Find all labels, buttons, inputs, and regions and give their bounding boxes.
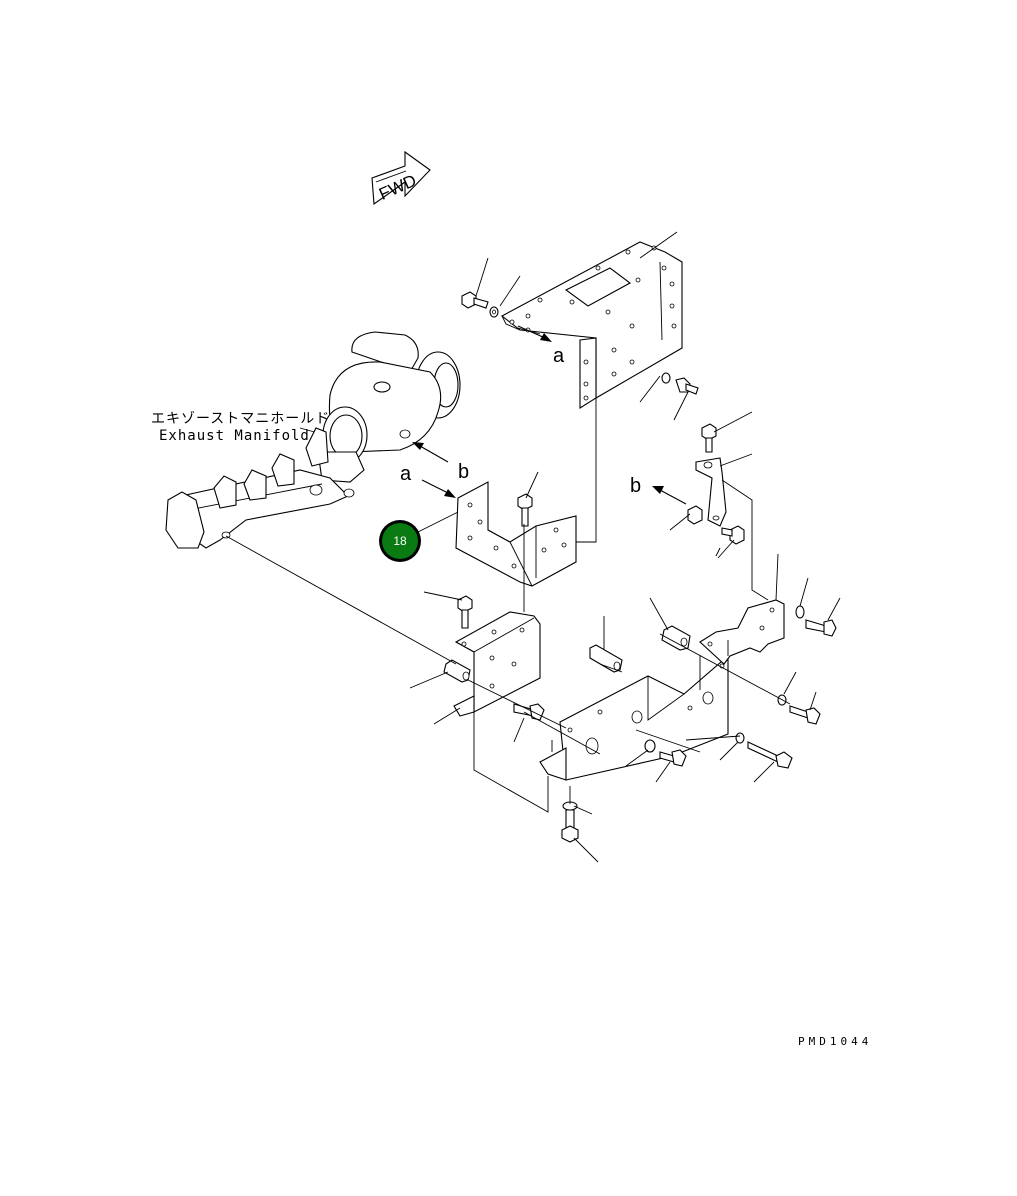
upper-shield-bracket bbox=[500, 231, 683, 409]
manifold-label-en: Exhaust Manifold bbox=[159, 428, 310, 444]
lower-main-bracket bbox=[539, 654, 729, 781]
bolt-small-bracket bbox=[721, 525, 745, 545]
arrow-a-lower bbox=[421, 479, 456, 498]
view-marker-a-lower: a bbox=[400, 463, 412, 485]
middle-left-bracket bbox=[453, 611, 541, 717]
view-marker-b-left: b bbox=[458, 461, 469, 483]
spacer-left bbox=[443, 659, 471, 683]
bolt-right-spacer bbox=[777, 694, 821, 725]
view-marker-a-upper: a bbox=[553, 345, 565, 367]
spacer-right bbox=[661, 625, 691, 651]
nut-b bbox=[687, 505, 703, 525]
fwd-arrow-icon: FWD bbox=[371, 150, 431, 206]
arrow-b-right bbox=[652, 486, 687, 505]
bolt-top-left bbox=[461, 291, 489, 309]
drawing-code: PMD1044 bbox=[798, 1035, 872, 1048]
bolt-bottom bbox=[561, 801, 579, 843]
bracket-item-18 bbox=[455, 481, 577, 587]
right-side-bracket bbox=[699, 599, 785, 665]
spacer-upper bbox=[589, 644, 623, 673]
bolt-lower bbox=[644, 739, 687, 767]
arrow-a-upper bbox=[517, 325, 552, 342]
bolt-mid-left bbox=[457, 595, 473, 629]
bolt-right-bracket bbox=[795, 605, 837, 637]
assembly-lines bbox=[225, 327, 791, 813]
bolt-mid bbox=[513, 703, 545, 721]
view-marker-b-right: b bbox=[630, 475, 641, 497]
bolt-lower-right bbox=[735, 732, 793, 769]
small-l-bracket bbox=[695, 457, 727, 527]
callout-number: 18 bbox=[393, 534, 407, 548]
turbocharger bbox=[317, 331, 461, 483]
exhaust-manifold bbox=[165, 427, 355, 549]
callout-badge bbox=[382, 523, 418, 559]
washer-top-left bbox=[489, 306, 499, 318]
bolt-center bbox=[517, 493, 533, 527]
arrow-b-left bbox=[412, 442, 449, 463]
leader-lines bbox=[409, 257, 841, 863]
callout-item-18[interactable]: 18 bbox=[379, 520, 421, 562]
manifold-label-jp: エキゾーストマニホールド bbox=[151, 411, 330, 427]
bolt-upper-right bbox=[661, 372, 699, 395]
bolt-right-top bbox=[701, 423, 717, 453]
